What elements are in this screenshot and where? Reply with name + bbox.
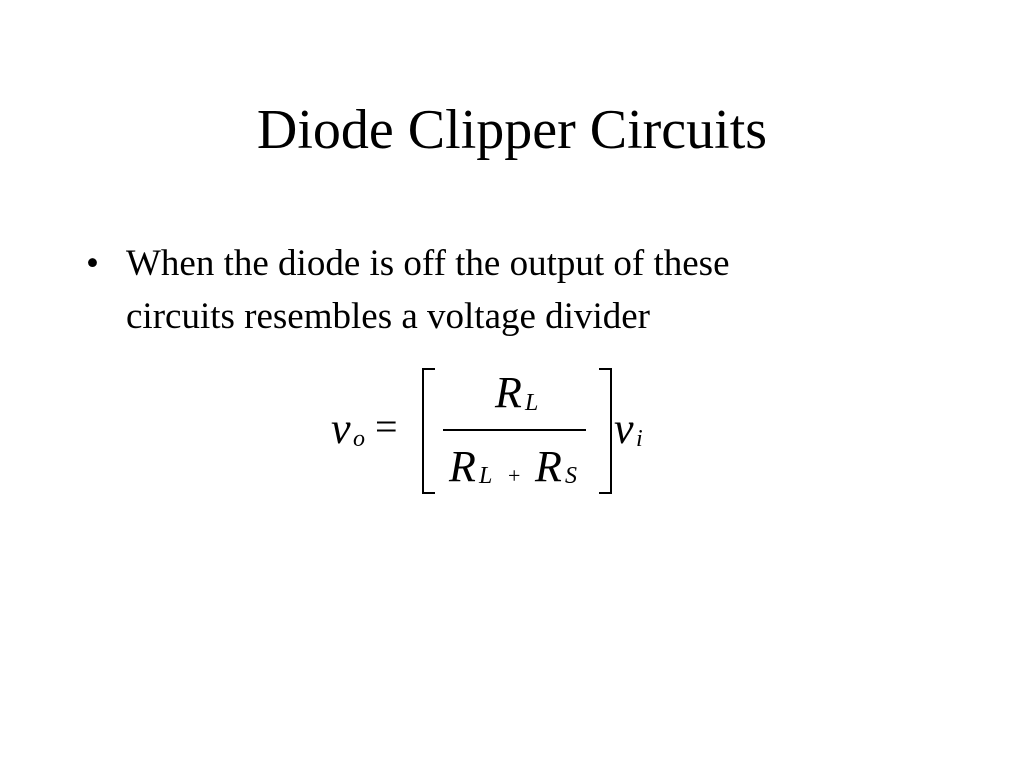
bullet-line-1: When the diode is off the output of thes… <box>126 243 730 284</box>
bullet-item: • When the diode is off the output of th… <box>86 237 946 343</box>
bullet-line-2: circuits resembles a voltage divider <box>126 296 650 337</box>
formula-denominator-subscript-2: S <box>565 463 577 489</box>
formula-lhs-subscript: o <box>353 426 365 452</box>
formula-denominator-variable-1: R <box>449 442 476 491</box>
formula-numerator-subscript: L <box>525 390 539 416</box>
formula-plus-sign: + <box>508 463 521 488</box>
slide-title: Diode Clipper Circuits <box>256 99 768 161</box>
formula-denominator-variable-2: R <box>535 442 562 491</box>
formula-equals-sign: = <box>375 404 398 449</box>
formula-rhs-variable: v <box>614 404 634 453</box>
formula-lhs-variable: v <box>331 404 351 453</box>
formula-rhs-subscript: i <box>636 426 643 452</box>
voltage-divider-formula: v o = R L R L + R S v i <box>325 365 655 495</box>
formula-numerator-variable: R <box>495 368 522 417</box>
formula-right-bracket <box>599 368 612 494</box>
bullet-text: When the diode is off the output of thes… <box>126 237 946 343</box>
formula-left-bracket <box>422 368 435 494</box>
formula-denominator-subscript-1: L <box>479 463 493 489</box>
formula-fraction-bar <box>443 429 586 431</box>
bullet-icon: • <box>86 243 99 284</box>
